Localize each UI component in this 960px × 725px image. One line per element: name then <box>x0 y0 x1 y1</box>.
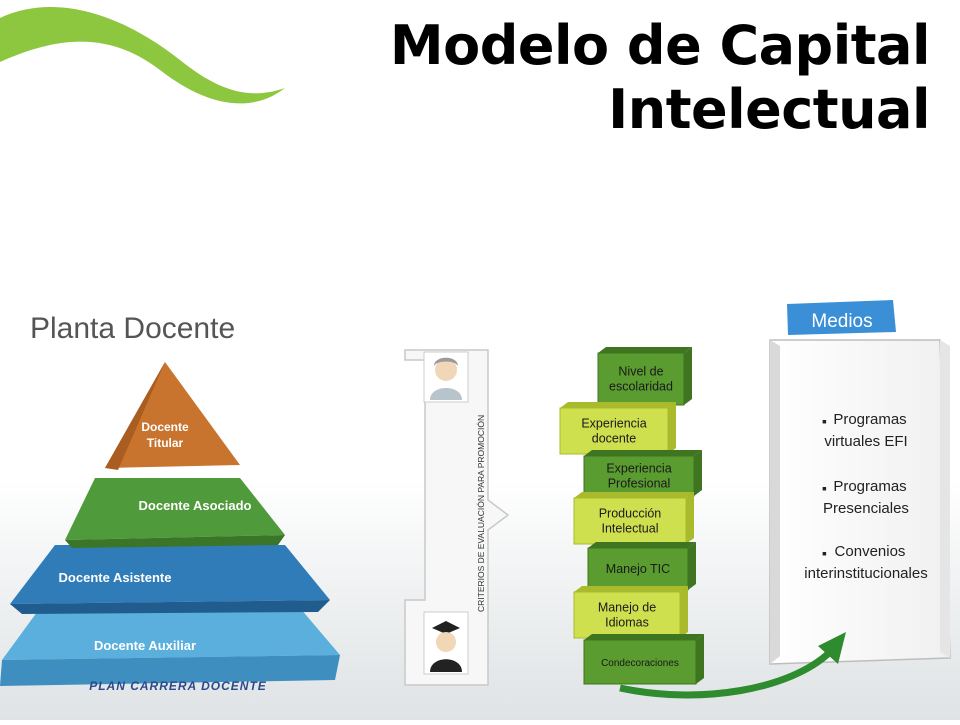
medios-item-line2: Presenciales <box>823 500 909 517</box>
criteria-block-label: escolaridad <box>609 380 673 394</box>
medios-item: ▪ Convenios interinstitucionales <box>804 543 927 582</box>
criteria-block: Manejo TIC <box>587 542 696 591</box>
medios-tab <box>787 300 896 335</box>
medios-item-line2: interinstitucionales <box>804 565 927 582</box>
green-swoosh <box>0 7 285 104</box>
tier-label-line1: Docente <box>141 420 189 434</box>
planta-heading: Planta Docente <box>30 312 235 345</box>
medios-item-line1: Programas <box>833 478 906 495</box>
medios-label: Medios <box>811 311 872 332</box>
medios-item: ▪ Programas virtuales EFI <box>822 411 908 450</box>
medios-item-line2: virtuales EFI <box>824 433 907 450</box>
plan-carrera-label: PLAN CARRERA DOCENTE <box>89 679 267 693</box>
tier-docente-asistente: Docente Asistente <box>10 545 330 614</box>
bullet: ▪ <box>822 545 827 561</box>
criteria-block-label: Manejo TIC <box>606 562 670 576</box>
bullet: ▪ <box>822 480 827 496</box>
criteria-block-label: Intelectual <box>602 522 659 536</box>
medios-item-line1: Convenios <box>835 543 906 560</box>
criteria-block: Condecoraciones <box>583 634 704 685</box>
tier-docente-titular: Docente Titular <box>105 362 240 470</box>
criteria-block-label: Manejo de <box>598 601 656 615</box>
medios-panel: Medios ▪ Programas virtuales EFI ▪ Programas… <box>769 300 951 665</box>
tier-label: Docente Asociado <box>139 498 252 513</box>
criteria-block-label: Profesional <box>608 477 671 491</box>
professor-head-icon <box>435 359 457 381</box>
criteria-blocks: Nivel deescolaridadExperienciadocenteExp… <box>559 347 704 685</box>
criteria-block-label: Experiencia <box>581 417 646 431</box>
tier-docente-auxiliar: Docente Auxiliar <box>0 608 340 686</box>
tier-label: Docente Auxiliar <box>94 638 196 653</box>
bullet: ▪ <box>822 413 827 429</box>
page-title: Modelo de Capital Intelectual <box>389 14 931 141</box>
curved-arrow <box>619 649 833 699</box>
tier-label: Docente Asistente <box>59 570 172 585</box>
medios-item-line1: Programas <box>833 411 906 428</box>
criteria-block-label: Condecoraciones <box>601 658 679 669</box>
tier-docente-asociado: Docente Asociado <box>65 478 285 548</box>
criteria-block-label: Experiencia <box>606 462 671 476</box>
arrow-head-icon <box>818 632 846 664</box>
criteria-block-label: Idiomas <box>605 616 649 630</box>
criteria-block-label: Producción <box>599 507 662 521</box>
criteria-block-label: docente <box>592 432 637 446</box>
criteria-label: CRITERIOS DE EVALUACIÓN PARA PROMOCIÓN <box>476 415 486 612</box>
tier-label-line2: Titular <box>147 436 184 450</box>
criteria-block-label: Nivel de <box>618 365 663 379</box>
criteria-bracket: CRITERIOS DE EVALUACIÓN PARA PROMOCIÓN <box>404 349 510 686</box>
